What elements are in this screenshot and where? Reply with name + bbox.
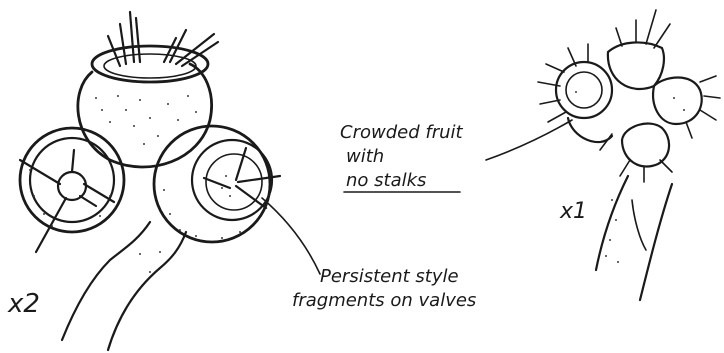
stalk-right — [108, 232, 186, 350]
right-stalk-left — [596, 176, 628, 270]
crowded-fruit-leader-line — [486, 120, 572, 160]
label-crowded-fruit: Crowded fruit — [340, 122, 463, 143]
scale-label-x1: x1 — [559, 199, 587, 224]
label-persistent-style: Persistent style — [320, 266, 459, 287]
persistent-style-leader-line — [262, 198, 320, 274]
stalk-left — [62, 222, 150, 340]
small-fruit-right — [653, 78, 702, 125]
label-with: with — [346, 146, 384, 167]
label-fragments-on-valves: fragments on valves — [292, 290, 476, 311]
small-fruit-left — [556, 62, 612, 118]
life-size-fruit-cluster — [486, 10, 720, 300]
small-fruit-top — [608, 42, 664, 89]
top-fruit — [78, 12, 218, 167]
enlarged-fruit-cluster — [20, 12, 320, 350]
right-fruit — [154, 126, 280, 242]
label-no-stalks: no stalks — [346, 170, 426, 191]
left-fruit — [20, 128, 124, 252]
right-stalk-right — [640, 184, 672, 300]
scale-label-x2: x2 — [7, 289, 40, 319]
